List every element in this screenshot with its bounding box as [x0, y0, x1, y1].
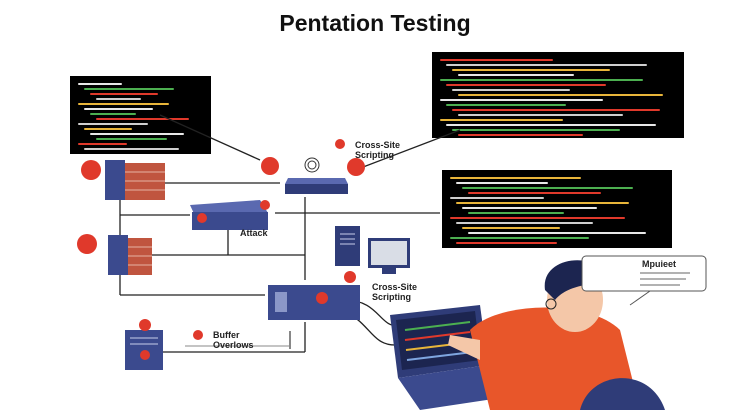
- code-line: [456, 182, 549, 184]
- label-xss-server: Cross-Site Scripting: [372, 282, 418, 302]
- code-line: [456, 242, 557, 244]
- code-line: [462, 227, 561, 229]
- code-line: [78, 103, 170, 105]
- router-device: [190, 200, 268, 230]
- code-line: [78, 123, 148, 125]
- code-line: [90, 93, 158, 95]
- code-line: [440, 99, 603, 101]
- code-line: [456, 202, 630, 204]
- code-line: [458, 114, 624, 116]
- code-line: [450, 177, 581, 179]
- code-line: [452, 69, 611, 71]
- code-line: [452, 109, 660, 111]
- speech-bubble: [581, 255, 707, 306]
- code-line: [78, 143, 127, 145]
- firewall-top: [105, 160, 165, 200]
- label-buffer-overflows: Buffer Overlows: [213, 330, 254, 350]
- code-line: [458, 74, 574, 76]
- label-attack: Attack: [240, 228, 268, 238]
- code-line: [456, 222, 593, 224]
- code-line: [462, 187, 634, 189]
- code-line: [446, 104, 567, 106]
- bubble-title: Mpuieet: [642, 259, 677, 269]
- code-line: [458, 134, 584, 136]
- code-line: [90, 133, 184, 135]
- code-line: [440, 59, 554, 61]
- code-panel-top-right: [432, 52, 684, 138]
- desktop-computer: [335, 226, 410, 274]
- code-line: [78, 83, 122, 85]
- code-line: [468, 232, 646, 234]
- code-line: [450, 197, 545, 199]
- code-line: [452, 89, 570, 91]
- code-line: [458, 94, 664, 96]
- code-line: [90, 113, 137, 115]
- code-line: [452, 129, 620, 131]
- code-line: [96, 98, 141, 100]
- code-line: [462, 207, 597, 209]
- code-line: [446, 124, 657, 126]
- code-line: [96, 138, 168, 140]
- code-line: [446, 64, 647, 66]
- code-line: [468, 212, 565, 214]
- firewall-bottom: [108, 235, 152, 275]
- code-line: [440, 119, 563, 121]
- server-device-center: [268, 285, 360, 320]
- code-panel-left: [70, 76, 211, 154]
- code-line: [446, 84, 607, 86]
- code-line: [84, 88, 174, 90]
- target-device-top: [285, 157, 348, 194]
- code-line: [450, 217, 626, 219]
- code-line: [84, 108, 153, 110]
- code-line: [450, 237, 590, 239]
- code-line: [468, 192, 601, 194]
- code-line: [440, 79, 643, 81]
- code-panel-middle-right: [442, 170, 672, 248]
- code-line: [96, 118, 189, 120]
- label-xss-top: Cross-Site Scripting: [355, 140, 401, 160]
- code-line: [84, 128, 132, 130]
- buffer-server: [125, 330, 163, 370]
- page-title: Pentation Testing: [279, 10, 471, 36]
- code-line: [84, 148, 179, 150]
